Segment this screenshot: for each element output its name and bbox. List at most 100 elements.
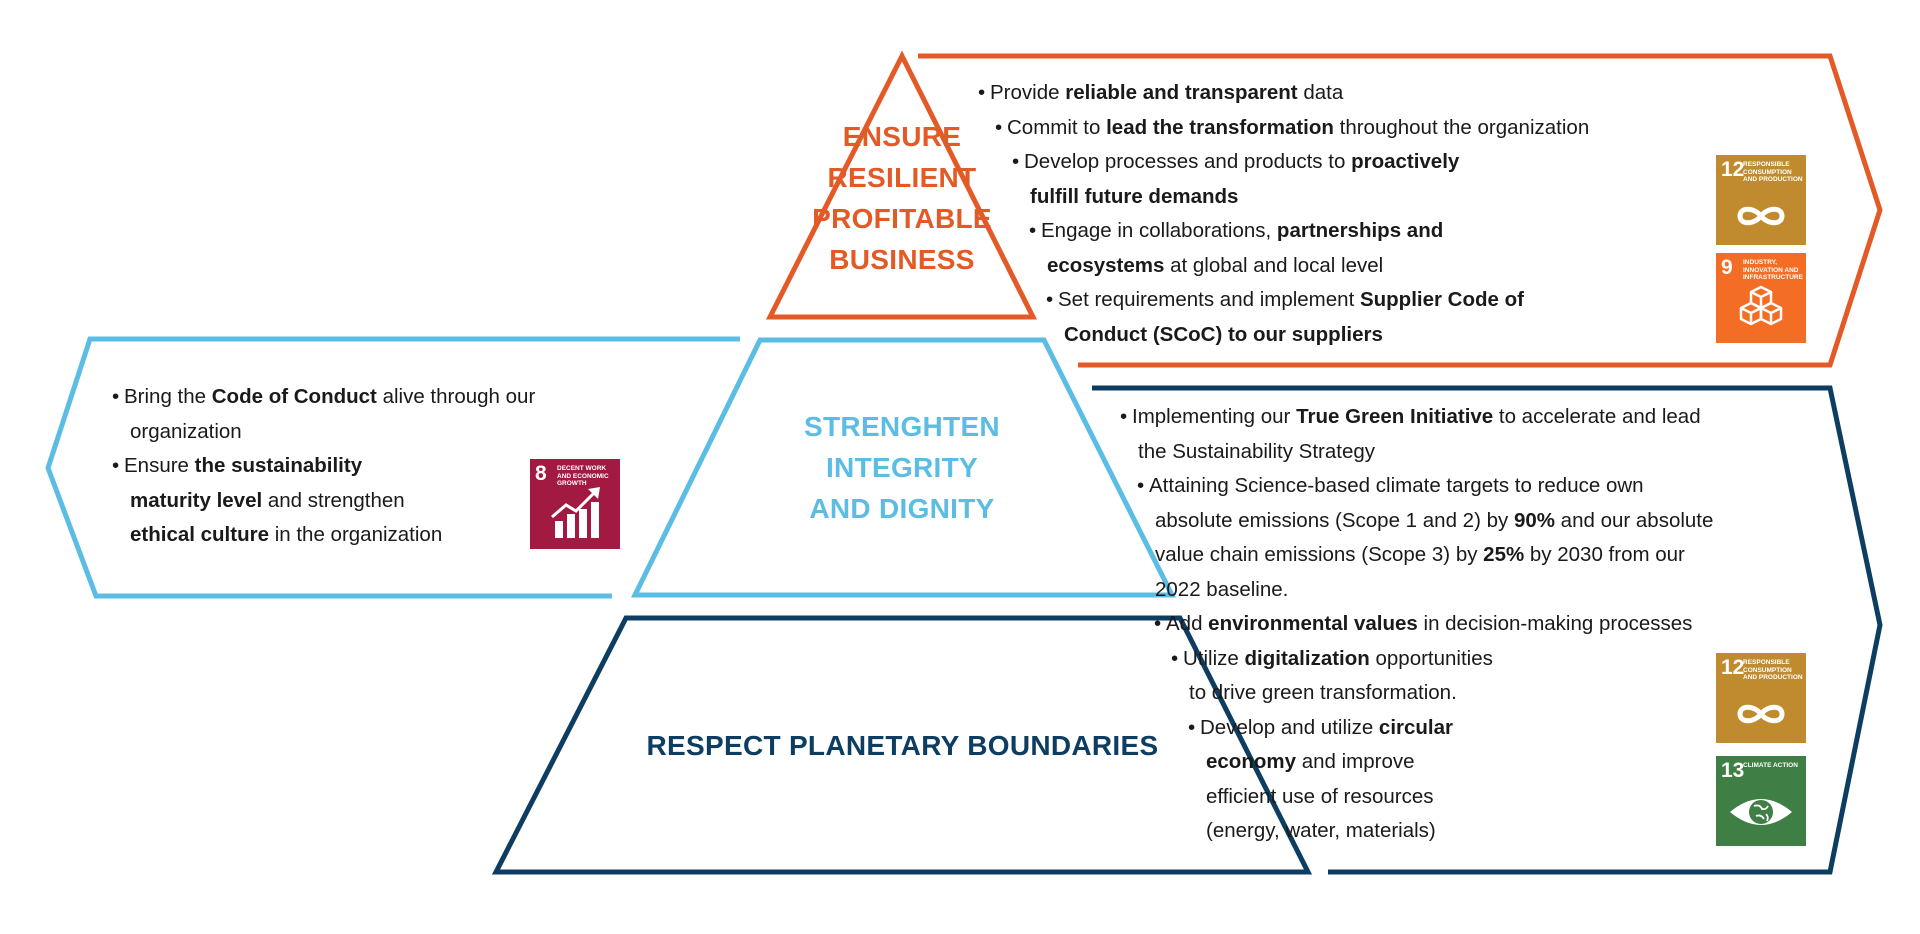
bold-text: ecosystems <box>1047 253 1165 277</box>
sdg-number: 9 <box>1721 256 1733 279</box>
text: Utilize <box>1183 646 1245 670</box>
bold-text: circular <box>1378 715 1453 739</box>
bold-text: digitalization <box>1244 646 1370 670</box>
bold-text: lead the transformation <box>1106 115 1334 139</box>
bullet-marker: • <box>995 115 1003 139</box>
bold-text: ethical culture <box>130 523 269 546</box>
text: (energy, water, materials) <box>1206 819 1436 842</box>
sdg-caption: RESPONSIBLE CONSUMPTION AND PRODUCTION <box>1743 659 1803 681</box>
bold-text: partnerships and <box>1276 219 1444 242</box>
middle-tier-trapezoid <box>630 337 1177 598</box>
top-arrow-banner <box>918 53 1883 368</box>
middle-bullet-list: •Bring the Code of Conduct alive through… <box>112 380 535 553</box>
bullet-line: to drive green transformation. <box>1120 676 1713 711</box>
text: Develop processes and products to <box>1024 150 1352 173</box>
text: opportunities <box>1369 646 1493 670</box>
bullet-line: •Develop and utilize circular <box>1120 711 1713 746</box>
text: Engage in collaborations, <box>1041 219 1277 242</box>
bullet-line: value chain emissions (Scope 3) by 25% b… <box>1120 538 1713 573</box>
title-line: RESPECT PLANETARY BOUNDARIES <box>646 730 1159 761</box>
text: the Sustainability Strategy <box>1138 439 1376 463</box>
sdg-caption: RESPONSIBLE CONSUMPTION AND PRODUCTION <box>1743 161 1803 183</box>
bullet-marker: • <box>978 81 986 104</box>
sdg-13-icon: 13 CLIMATE ACTION <box>1716 756 1806 846</box>
bullet-line: •Engage in collaborations, partnerships … <box>978 214 1589 249</box>
bullet-line: •Attaining Science-based climate targets… <box>1120 469 1713 504</box>
middle-arrow-banner <box>45 336 740 599</box>
sdg-number: 12 <box>1721 158 1745 181</box>
bullet-line: •Ensure the sustainability <box>112 449 535 484</box>
bullet-line: •Provide reliable and transparent data <box>978 76 1589 111</box>
sdg-caption: INDUSTRY, INNOVATION AND INFRASTRUCTURE <box>1743 259 1803 281</box>
bold-text: reliable and transparent <box>1065 81 1298 104</box>
text: and our absolute <box>1554 508 1714 532</box>
bold-text: 90% <box>1513 508 1555 532</box>
bullet-marker: • <box>1120 405 1128 428</box>
text: absolute emissions (Scope 1 and 2) by <box>1155 508 1514 532</box>
bullet-line: the Sustainability Strategy <box>1120 435 1713 470</box>
text: alive through our <box>376 385 536 408</box>
text: to accelerate and lead <box>1493 405 1701 428</box>
sdg-9-icon: 9 INDUSTRY, INNOVATION AND INFRASTRUCTUR… <box>1716 253 1806 343</box>
bullet-line: ecosystems at global and local level <box>978 249 1589 284</box>
bullet-line: absolute emissions (Scope 1 and 2) by 90… <box>1120 504 1713 539</box>
text: Commit to <box>1007 115 1107 139</box>
bullet-line: fulfill future demands <box>978 180 1589 215</box>
bold-text: proactively <box>1351 150 1460 173</box>
text: value chain emissions (Scope 3) by <box>1155 543 1484 566</box>
text: Provide <box>990 81 1066 104</box>
bullet-line: •Commit to lead the transformation throu… <box>978 111 1589 146</box>
bullet-marker: • <box>112 454 120 477</box>
sdg-caption: DECENT WORK AND ECONOMIC GROWTH <box>557 465 609 487</box>
infinity-icon <box>1737 704 1785 724</box>
text: efficient use of resources <box>1206 784 1434 808</box>
text: throughout the organization <box>1333 115 1590 139</box>
bottom-tier-title: RESPECT PLANETARY BOUNDARIES <box>560 726 1245 766</box>
bold-text: fulfill future demands <box>1030 184 1239 208</box>
bullet-line: •Develop processes and products to proac… <box>978 145 1589 180</box>
middle-tier-title: STRENGHTEN INTEGRITY AND DIGNITY <box>742 406 1062 529</box>
bold-text: True Green Initiative <box>1296 405 1494 428</box>
bold-text: environmental values <box>1208 612 1418 635</box>
bullet-marker: • <box>1188 715 1196 739</box>
text: 2022 baseline. <box>1155 577 1289 601</box>
bold-text: Supplier Code of <box>1359 288 1524 311</box>
text: in decision-making processes <box>1417 612 1693 635</box>
bullet-marker: • <box>1154 612 1162 635</box>
title-line: INTEGRITY <box>825 452 979 483</box>
bullet-line: (energy, water, materials) <box>1120 814 1713 849</box>
bullet-marker: • <box>1029 219 1037 242</box>
text: and improve <box>1296 750 1415 773</box>
bold-text: economy <box>1206 750 1296 773</box>
text: in the organization <box>269 523 443 546</box>
bold-text: Conduct (SCoC) to our suppliers <box>1064 322 1383 346</box>
title-line: STRENGHTEN <box>804 411 1000 442</box>
text: to drive green transformation. <box>1189 681 1457 704</box>
bullet-line: Conduct (SCoC) to our suppliers <box>978 318 1589 353</box>
bullet-line: ethical culture in the organization <box>112 518 535 553</box>
bold-text: maturity level <box>130 488 263 512</box>
top-bullet-list: •Provide reliable and transparent data•C… <box>978 76 1589 352</box>
bottom-arrow-banner <box>1092 385 1883 875</box>
text: Develop and utilize <box>1200 715 1379 739</box>
text: organization <box>130 419 242 443</box>
bullet-marker: • <box>112 385 120 408</box>
bullet-marker: • <box>1137 474 1145 497</box>
title-line: AND DIGNITY <box>809 493 995 524</box>
growth-chart-icon <box>551 487 600 538</box>
title-line: RESILIENT <box>827 162 977 193</box>
infinity-icon <box>1737 206 1785 226</box>
sdg-caption: CLIMATE ACTION <box>1743 762 1798 769</box>
sdg-number: 12 <box>1721 656 1745 679</box>
sdg-number: 8 <box>535 462 547 485</box>
text: Implementing our <box>1132 405 1297 428</box>
top-tier-triangle <box>765 50 1038 320</box>
text: Attaining Science-based climate targets … <box>1149 474 1644 497</box>
bold-text: the sustainability <box>194 454 363 477</box>
bottom-bullet-list: •Implementing our True Green Initiative … <box>1120 400 1713 849</box>
title-line: ENSURE <box>842 121 962 152</box>
text: data <box>1297 81 1344 104</box>
text: and strengthen <box>262 488 405 512</box>
text: Bring the <box>124 385 212 408</box>
